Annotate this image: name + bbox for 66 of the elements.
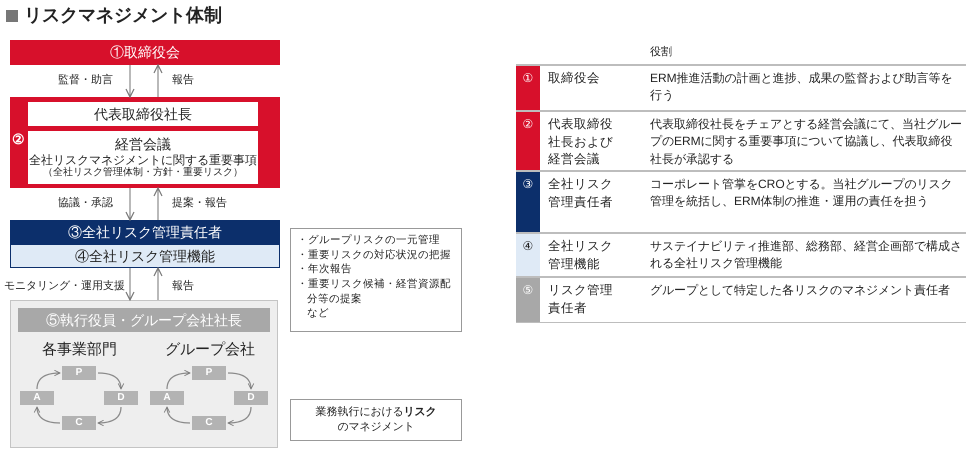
arrow <box>164 406 190 424</box>
role-description: ERM推進活動の計画と進捗、成果の監督および助言等を行う <box>650 70 954 104</box>
group-heading: グループ会社 <box>165 340 255 359</box>
arrow <box>153 267 163 300</box>
arrow <box>125 188 135 221</box>
bullet-item: ・グループリスクの一元管理 <box>297 233 441 248</box>
cycle-step-box: A <box>20 391 54 405</box>
role-description: 代表取締役社長をチェアとする経営会議にて、当社グループのERMに関する重要事項について協議し、代表取締役社長が承認する <box>650 116 962 168</box>
cycle-step-box: D <box>234 391 268 405</box>
cycle-step-box: P <box>62 366 96 380</box>
arrow <box>125 65 135 98</box>
role-description: コーポレート管掌をCROとする。当社グループのリスク管理を統括し、ERM体制の推進・運用の責任を担う <box>650 176 954 210</box>
role-description: グループとして特定した各リスクのマネジメント責任者 <box>650 282 951 299</box>
arrow <box>153 64 163 97</box>
bullet-item: ・年次報告 <box>297 262 353 278</box>
number-label: ② <box>12 131 25 147</box>
arrow <box>98 406 122 426</box>
edge-label: モニタリング・運用支援 <box>4 279 125 293</box>
president-box: 代表取締役社長 <box>28 102 258 126</box>
bullet-item: ・重要リスクの対応状況の把握 <box>297 248 452 262</box>
column-header: 役割 <box>650 44 672 59</box>
management-panel <box>10 97 280 188</box>
group-heading: 各事業部門 <box>42 340 117 359</box>
row-number: ⑤ <box>516 278 540 322</box>
role-name: 全社リスク管理責任者 <box>548 176 614 210</box>
bullet-item: ・重要リスク候補・経営資源配分等の提案 <box>297 277 452 306</box>
row-number: ④ <box>516 234 540 276</box>
cycle-step-box: D <box>104 391 138 405</box>
arrow <box>166 370 190 390</box>
note-box: 業務執行におけるリスクのマネジメント <box>290 399 462 441</box>
bullet-item: など <box>306 306 330 322</box>
role-name: 全社リスク管理機能 <box>548 238 614 272</box>
execution-panel <box>10 300 278 448</box>
edge-label: 監督・助言 <box>58 72 113 87</box>
arrow <box>228 406 252 426</box>
arrow <box>153 187 163 220</box>
arrow <box>98 372 124 390</box>
edge-label: 報告 <box>172 278 194 293</box>
arrow <box>36 370 60 390</box>
cycle-step-box: C <box>62 416 96 430</box>
cycle-step-box: C <box>192 416 226 430</box>
edge-label: 提案・報告 <box>172 196 227 210</box>
row-number: ③ <box>516 172 540 232</box>
arrow <box>34 406 60 424</box>
meeting-text: 全社リスクマネジメントに関する重要事項 <box>29 152 257 167</box>
edge-label: 協議・承認 <box>58 196 113 210</box>
function-band: ④全社リスク管理機能 <box>10 244 280 268</box>
cycle-step-box: A <box>150 391 184 405</box>
arrow <box>228 372 254 390</box>
executive-band: ⑤執行役員・グループ会社社長 <box>18 308 270 332</box>
board-band: ①取締役会 <box>10 40 280 65</box>
row-number: ① <box>516 66 540 110</box>
meeting-box <box>28 131 258 184</box>
meeting-text: （全社リスク管理体制・方針・重要リスク） <box>43 167 243 180</box>
role-name: 代表取締役社長および経営会議 <box>548 116 614 168</box>
role-description: サステイナビリティ推進部、総務部、経営企画部で構成される全社リスク管理機能 <box>650 238 962 272</box>
cro-band: ③全社リスク管理責任者 <box>10 220 280 244</box>
row-number: ② <box>516 112 540 170</box>
cycle-step-box: P <box>192 366 226 380</box>
edge-label: 報告 <box>172 72 194 87</box>
role-name: 取締役会 <box>548 70 601 87</box>
meeting-heading: 経営会議 <box>115 136 171 153</box>
note-box <box>290 228 462 332</box>
arrow <box>125 268 135 301</box>
role-name: リスク管理責任者 <box>548 282 614 316</box>
title: リスクマネジメント体制 <box>24 4 222 27</box>
